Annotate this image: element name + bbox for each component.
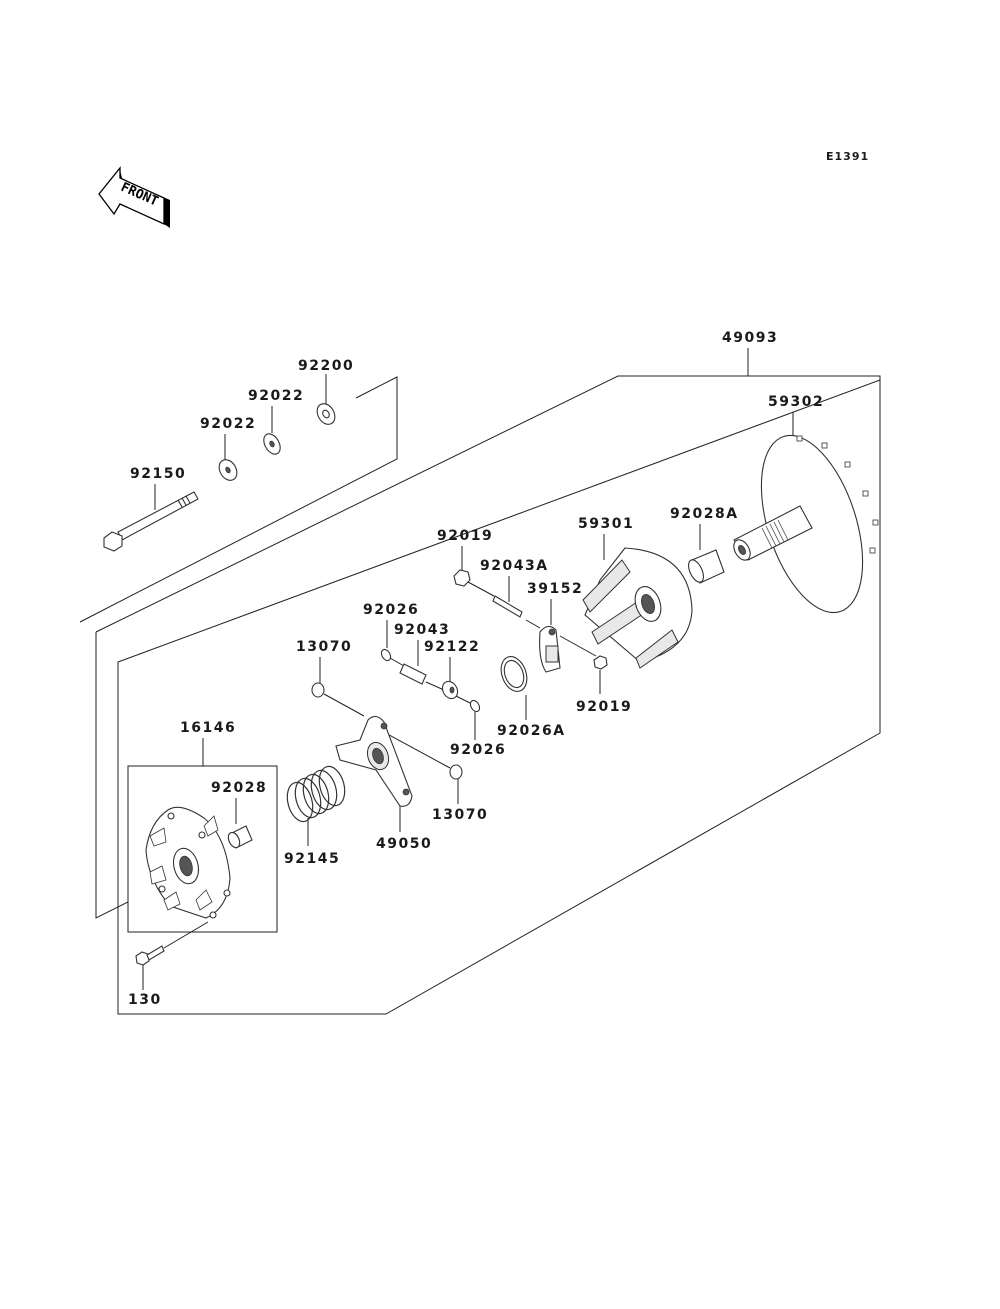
- part-label[interactable]: 92022: [200, 416, 256, 432]
- part-label[interactable]: 92028A: [670, 506, 739, 522]
- part-92028[interactable]: 92028: [211, 780, 267, 849]
- part-92043A[interactable]: 92043A: [480, 558, 549, 629]
- front-arrow-icon: FRONT: [98, 166, 170, 228]
- part-92122[interactable]: 92122: [424, 639, 480, 705]
- part-label[interactable]: 92028: [211, 780, 267, 796]
- part-92019-upper[interactable]: 92019: [437, 528, 495, 597]
- part-label[interactable]: 92145: [284, 851, 340, 867]
- part-59301[interactable]: 59301: [578, 516, 693, 669]
- part-92022-upper[interactable]: 92022: [248, 388, 304, 457]
- part-label[interactable]: 92026: [363, 602, 419, 618]
- part-label[interactable]: 92019: [437, 528, 493, 544]
- part-49050[interactable]: 49050: [335, 715, 432, 852]
- bolt-group-bracket: [79, 376, 398, 623]
- part-59302[interactable]: 59302: [730, 394, 882, 625]
- part-92019-lower[interactable]: 92019: [576, 655, 632, 715]
- part-92043[interactable]: 92043: [394, 622, 450, 691]
- part-label[interactable]: 92043: [394, 622, 450, 638]
- diagram-code: E1391: [826, 150, 869, 163]
- part-92200[interactable]: 92200: [298, 358, 354, 428]
- part-label[interactable]: 13070: [296, 639, 352, 655]
- part-92026-upper[interactable]: 92026: [363, 602, 419, 667]
- sub-assembly-label-16146[interactable]: 16146: [180, 720, 236, 736]
- part-13070-lower[interactable]: 13070: [379, 729, 488, 823]
- part-label[interactable]: 59302: [768, 394, 824, 410]
- part-130[interactable]: 130: [128, 921, 209, 1008]
- assembly-label-49093[interactable]: 49093: [722, 330, 778, 346]
- part-label[interactable]: 130: [128, 992, 162, 1008]
- part-39152[interactable]: 39152: [527, 581, 597, 673]
- part-label[interactable]: 92022: [248, 388, 304, 404]
- part-label[interactable]: 59301: [578, 516, 634, 532]
- part-label[interactable]: 13070: [432, 807, 488, 823]
- part-label[interactable]: 92026A: [497, 723, 566, 739]
- part-92145[interactable]: 92145: [283, 764, 349, 867]
- part-label[interactable]: 92150: [130, 466, 186, 482]
- part-92150[interactable]: 92150: [103, 466, 199, 552]
- sub-bracket-16146: [127, 738, 278, 933]
- part-92026A[interactable]: 92026A: [497, 653, 566, 739]
- part-label[interactable]: 92019: [576, 699, 632, 715]
- part-label[interactable]: 92026: [450, 742, 506, 758]
- part-label[interactable]: 49050: [376, 836, 432, 852]
- assembly-bracket-49093: [95, 348, 881, 1015]
- part-label[interactable]: 92122: [424, 639, 480, 655]
- part-label[interactable]: 92043A: [480, 558, 549, 574]
- part-label[interactable]: 92200: [298, 358, 354, 374]
- part-92026-lower[interactable]: 92026: [450, 699, 506, 758]
- part-label[interactable]: 39152: [527, 581, 583, 597]
- part-16146-cover[interactable]: [145, 806, 231, 919]
- part-92022-lower[interactable]: 92022: [200, 416, 256, 484]
- part-13070-upper[interactable]: 13070: [296, 639, 365, 717]
- part-92028A[interactable]: 92028A: [670, 506, 739, 584]
